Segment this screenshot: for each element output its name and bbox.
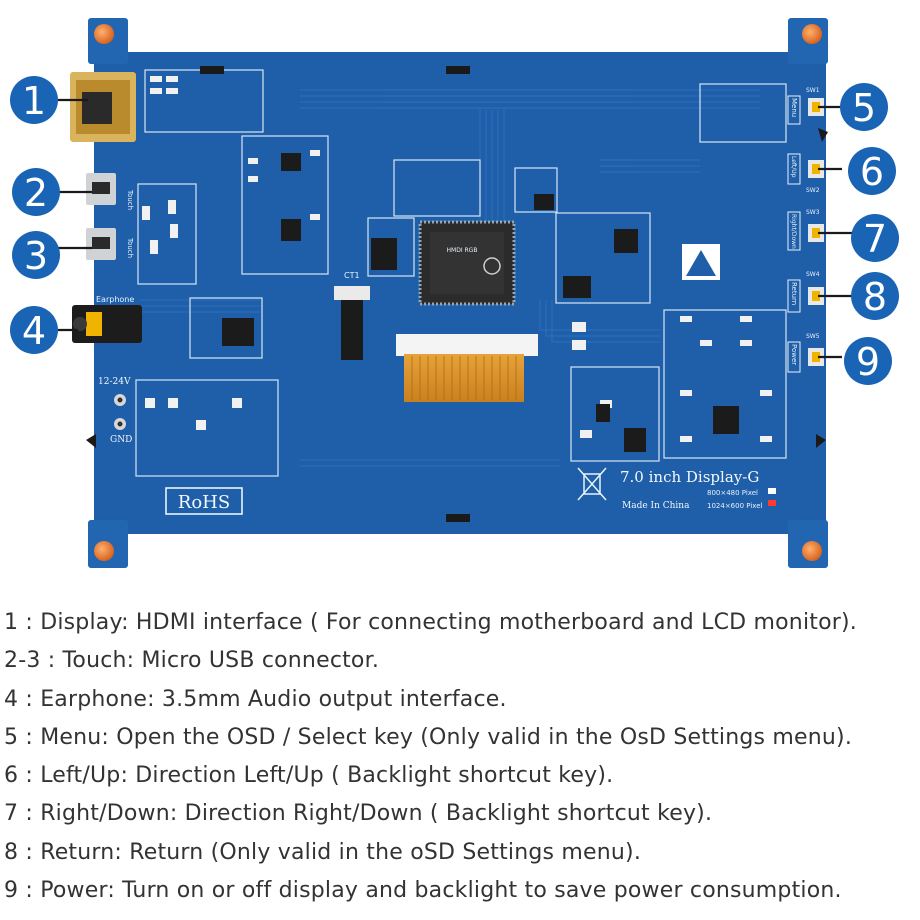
esd-logo [682, 244, 720, 280]
sw-label-return: Return [790, 282, 798, 305]
fpc-connector [396, 334, 538, 402]
svg-text:SW1: SW1 [806, 87, 820, 94]
resolution-large-label: 1024×600 Pixel [707, 502, 763, 510]
svg-text:7: 7 [863, 217, 887, 261]
description-menu: 5 : Menu: Open the OSD / Select key (Onl… [4, 724, 853, 750]
svg-text:1: 1 [22, 79, 46, 123]
description-left-up: 6 : Left/Up: Direction Left/Up ( Backlig… [4, 763, 614, 789]
svg-text:6: 6 [860, 150, 884, 194]
pcb-diagram: HMDI RGB CT1 7.0 in [10, 18, 899, 568]
description-list: 1 : Display: HDMI interface ( For connec… [4, 604, 920, 910]
sw-label-power: Power [790, 344, 798, 365]
callout-3: 3 [12, 231, 60, 279]
micro-usb-connector-top [86, 173, 116, 205]
touch-label-top: Touch [126, 189, 134, 210]
callout-8: 8 [851, 272, 899, 320]
board-origin-label: Made In China [622, 501, 690, 511]
description-earphone: 4 : Earphone: 3.5mm Audio output interfa… [4, 686, 507, 712]
svg-text:SW3: SW3 [806, 209, 820, 216]
description-touch: 2-3 : Touch: Micro USB connector. [4, 648, 380, 674]
svg-text:SW5: SW5 [806, 333, 820, 340]
callout-2: 2 [12, 168, 60, 216]
description-return: 8 : Return: Return (Only valid in the oS… [4, 839, 642, 865]
callout-6: 6 [848, 147, 896, 195]
svg-text:4: 4 [22, 309, 46, 353]
weee-bin-icon [577, 467, 607, 501]
audio-jack [72, 305, 142, 343]
svg-text:5: 5 [852, 86, 876, 130]
main-controller-chip: HMDI RGB [418, 220, 516, 306]
description-right-down: 7 : Right/Down: Direction Right/Down ( B… [4, 801, 713, 827]
touch-label-bottom: Touch [126, 237, 134, 258]
resolution-small-label: 800×480 Pixel [707, 489, 758, 497]
svg-text:SW4: SW4 [806, 271, 820, 278]
svg-text:SW2: SW2 [806, 187, 820, 194]
svg-text:9: 9 [856, 340, 880, 384]
svg-text:8: 8 [863, 275, 887, 319]
pcb-board: HMDI RGB CT1 7.0 in [86, 18, 828, 568]
svg-text:RoHS: RoHS [178, 492, 230, 513]
gnd-label: GND [110, 435, 132, 445]
mounting-nuts [94, 24, 822, 561]
rohs-mark: RoHS [165, 487, 243, 515]
callout-7: 7 [851, 214, 899, 262]
chip-label: HMDI RGB [447, 247, 478, 254]
callout-4: 4 [10, 306, 58, 354]
callout-1: 1 [10, 76, 58, 124]
tactile-switches [808, 98, 824, 366]
micro-usb-connector-bottom [86, 228, 116, 260]
svg-text:2: 2 [24, 171, 48, 215]
callout-9: 9 [844, 337, 892, 385]
svg-text:CT1: CT1 [344, 271, 360, 280]
svg-text:3: 3 [24, 234, 48, 278]
callout-lines [58, 98, 852, 359]
power-input-label: 12-24V [98, 377, 131, 387]
earphone-label: Earphone [96, 295, 134, 304]
sw-label-rightdown: Right/Down [790, 214, 797, 249]
switch-labels: Menu Left/Up Right/Down Return Power SW1… [787, 87, 820, 373]
board-model-label: 7.0 inch Display-G [620, 468, 759, 486]
description-power: 9 : Power: Turn on or off display and ba… [4, 878, 842, 904]
sw-label-leftup: Left/Up [790, 156, 797, 178]
callout-5: 5 [840, 83, 888, 131]
ct1-connector: CT1 [334, 271, 370, 360]
hdmi-connector [70, 72, 136, 142]
description-hdmi: 1 : Display: HDMI interface ( For connec… [4, 610, 857, 635]
sw-label-menu: Menu [790, 98, 798, 117]
